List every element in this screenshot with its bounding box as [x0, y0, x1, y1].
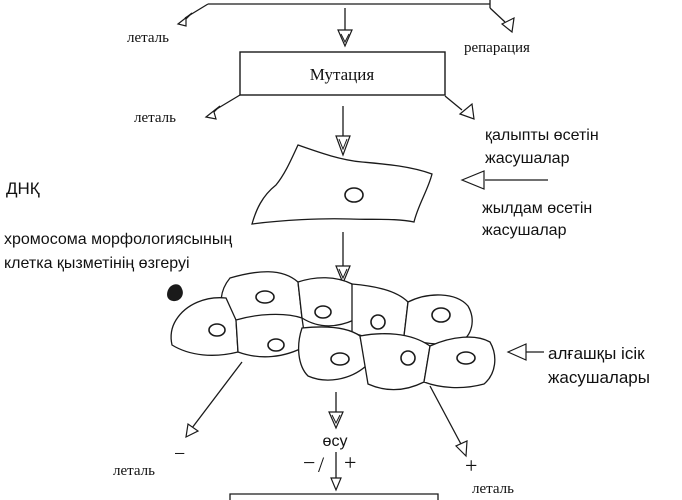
label-lethal-top: леталь [127, 30, 169, 46]
transformed-cell-nucleus [344, 187, 364, 203]
label-fast-growth-2: жасушалар [482, 222, 567, 239]
tumor-nucleus-1 [255, 290, 275, 304]
tumor-outcome-arrows [185, 361, 468, 458]
tumor-cell-5 [170, 297, 239, 356]
arrow-top-left-head [176, 12, 193, 27]
label-repair: репарация [464, 40, 530, 56]
label-normal-growth-1: қалыпты өсетін [485, 127, 599, 144]
arrow-fast-growth-head [460, 170, 485, 190]
tumor-nucleus-6 [267, 338, 285, 352]
arrow-top-center-head [337, 29, 353, 48]
mutation-branch-arrows [204, 94, 475, 157]
transformed-cell [251, 144, 433, 225]
tumor-nucleus-4 [431, 307, 451, 323]
arrow-fast-growth [460, 170, 548, 190]
bottom-box-partial [229, 493, 439, 500]
tumor-cell-3 [351, 283, 409, 340]
tumor-cell-8 [359, 333, 431, 391]
tumor-nucleus-5 [208, 323, 226, 337]
label-normal-growth-2: жасушалар [485, 150, 570, 167]
arrow-lethal-right-head [454, 440, 468, 458]
arrow-cell-to-tumor [335, 232, 351, 285]
arrow-to-cell-head [335, 135, 351, 157]
label-lethal-mid: леталь [134, 110, 176, 126]
sign-growth-slash: / [318, 452, 325, 477]
label-fast-growth-1: жылдам өсетін [482, 200, 592, 217]
tumor-nucleus-9 [456, 351, 476, 365]
label-growth: өсу [323, 433, 348, 450]
tumor-cell-7 [297, 326, 367, 381]
label-chromosome-1: хромосома морфологиясының [4, 231, 232, 248]
tumor-cell-2 [297, 277, 355, 327]
tumor-cluster [170, 271, 496, 391]
arrow-growth-head [328, 411, 344, 430]
ink-blot [167, 284, 183, 302]
tumor-nucleus-2 [314, 305, 332, 319]
mutation-box-label: Мутация [310, 65, 375, 84]
tumor-nucleus-3 [370, 314, 386, 330]
label-lethal-bottom-left: леталь [113, 463, 155, 479]
sign-growth-minus: − [303, 450, 315, 475]
tumor-nucleus-8 [400, 350, 416, 366]
top-branch [176, 0, 515, 48]
label-dna: ДНҚ [6, 179, 40, 198]
arrow-mid-left-head [204, 105, 221, 120]
arrow-lethal-left-head [185, 422, 200, 439]
sign-growth-plus: + [344, 450, 356, 475]
sign-lethal-right: + [465, 453, 477, 478]
arrow-mid-right-head [458, 102, 475, 120]
label-lethal-bottom-right: леталь [472, 481, 514, 497]
label-primary-tumor-2: жасушалары [548, 368, 650, 387]
arrow-primary-tumor-head [506, 343, 527, 361]
growth-down-head [330, 477, 342, 492]
arrow-top-right-head [500, 16, 515, 34]
sign-lethal-left: − [174, 443, 185, 465]
arrow-primary-tumor [506, 343, 544, 361]
mutation-box [239, 51, 446, 96]
label-primary-tumor-1: алғашқы ісік [548, 344, 645, 363]
tumor-nucleus-7 [330, 352, 350, 366]
label-chromosome-2: клетка қызметінің өзгеруі [4, 255, 190, 272]
